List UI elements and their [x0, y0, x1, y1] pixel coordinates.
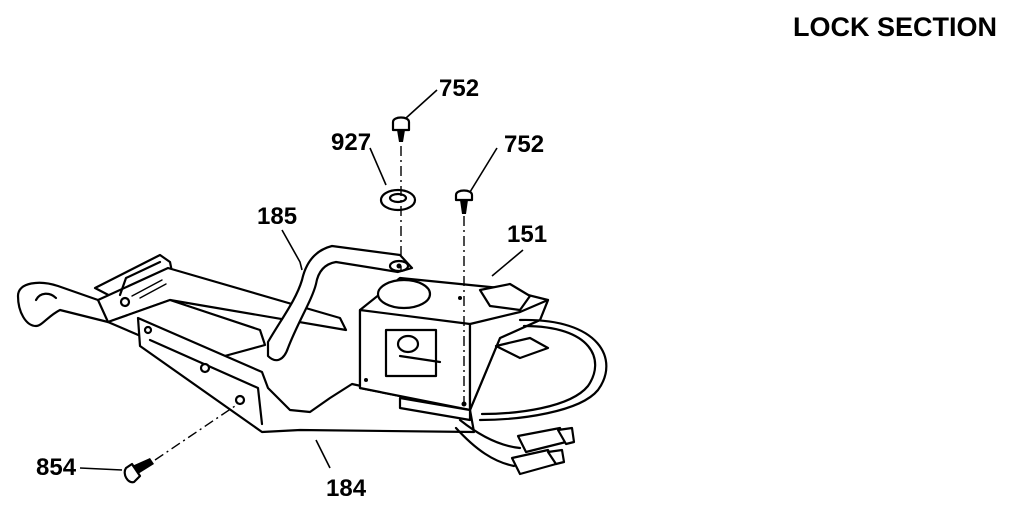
lock-bracket-184 [16, 253, 476, 434]
screw-752-right [454, 189, 474, 214]
callout-752-right: 752 [504, 131, 544, 158]
lock-lever-185 [266, 244, 414, 362]
callout-151: 151 [507, 221, 547, 248]
callout-854: 854 [36, 454, 77, 481]
axis-line-854 [154, 403, 239, 461]
washer-927 [379, 188, 417, 212]
callout-927: 927 [331, 129, 371, 156]
screw-854 [123, 458, 154, 484]
leader-lines [79, 89, 524, 471]
callout-752-top: 752 [439, 75, 479, 102]
screw-752-top [391, 116, 411, 142]
wire-harness [454, 318, 608, 476]
callout-185: 185 [257, 203, 297, 230]
section-title: LOCK SECTION [793, 12, 998, 42]
callout-184: 184 [326, 475, 367, 502]
